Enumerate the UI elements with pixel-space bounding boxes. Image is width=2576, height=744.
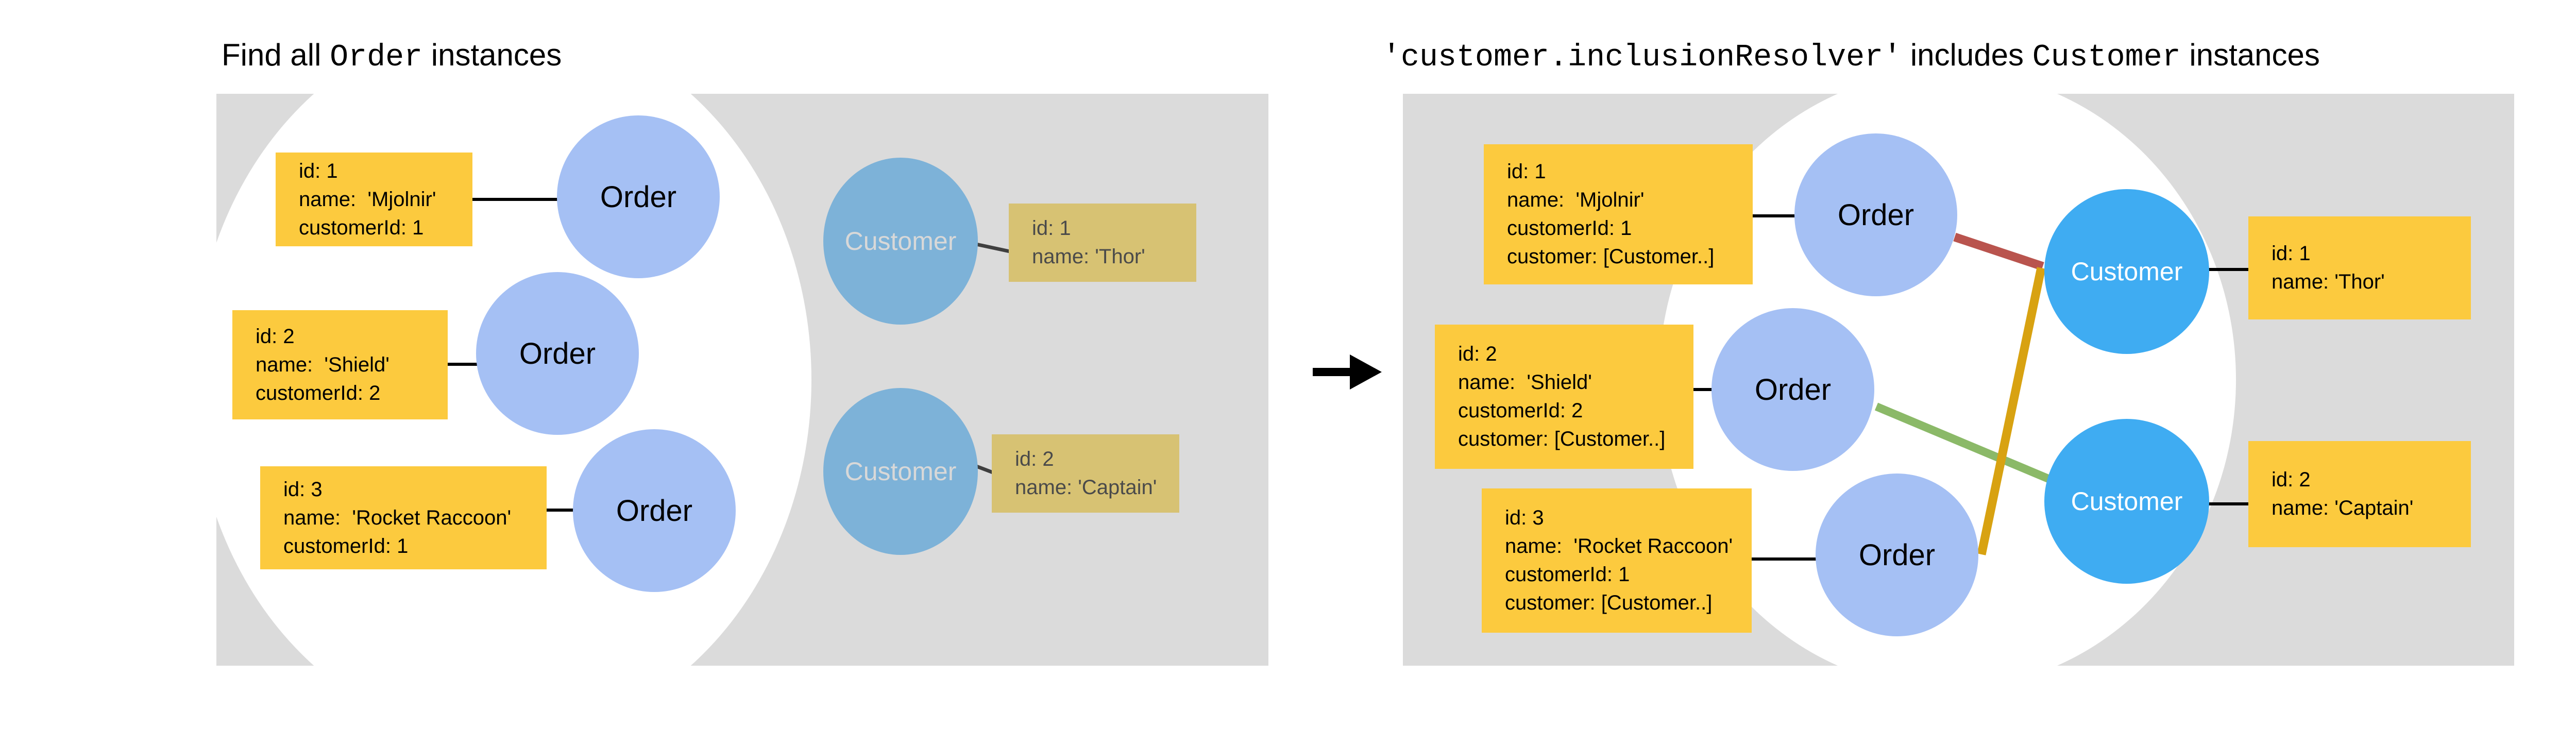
note-line: customer: [Customer..] [1505, 591, 1713, 614]
relation-order1-customer1 [1953, 232, 2044, 271]
right-order1-circle: Order [1794, 133, 1957, 296]
left-order3-note: id: 3 name: 'Rocket Raccoon' customerId:… [260, 466, 547, 569]
right-title-post: instances [2180, 38, 2320, 72]
note-line: customerId: 2 [1458, 399, 1583, 422]
left-title: Find all Order instances [222, 37, 562, 76]
connector-left-customer1 [973, 242, 1010, 253]
left-title-code-order: Order [330, 40, 423, 75]
right-customer2-note: id: 2 name: 'Captain' [2248, 441, 2471, 547]
note-line: customerId: 1 [1507, 217, 1632, 240]
left-customer2-label: Customer [844, 457, 957, 486]
right-order1-label: Order [1837, 198, 1914, 232]
note-line: name: 'Shield' [256, 353, 389, 376]
note-line: id: 2 [1015, 448, 1054, 470]
note-line: name: 'Rocket Raccoon' [283, 506, 512, 529]
note-line: name: 'Captain' [2272, 497, 2414, 519]
right-customer1-note: id: 1 name: 'Thor' [2248, 216, 2471, 319]
note-line: id: 1 [1507, 160, 1546, 183]
note-line: name: 'Rocket Raccoon' [1505, 535, 1733, 557]
note-line: customer: [Customer..] [1458, 428, 1666, 450]
note-line: id: 2 [256, 325, 295, 348]
left-order1-note: id: 1 name: 'Mjolnir' customerId: 1 [276, 153, 472, 246]
note-line: id: 1 [2272, 242, 2311, 265]
right-order2-circle: Order [1711, 308, 1874, 471]
left-customer1-circle: Customer [823, 158, 978, 325]
left-order1-label: Order [600, 180, 677, 214]
right-title-code-resolver: 'customer.inclusionResolver' [1382, 40, 1902, 75]
right-customer1-label: Customer [2071, 257, 2183, 286]
right-customer2-label: Customer [2071, 487, 2183, 516]
note-line: id: 2 [2272, 468, 2311, 491]
left-order2-circle: Order [476, 272, 639, 435]
left-title-pre: Find all [222, 38, 330, 72]
note-line: name: 'Shield' [1458, 371, 1592, 394]
flow-arrow-icon [1313, 354, 1382, 390]
note-line: id: 1 [1032, 217, 1071, 240]
note-line: customerId: 1 [283, 534, 409, 557]
left-customer1-label: Customer [844, 227, 957, 256]
left-customer2-note: id: 2 name: 'Captain' [992, 434, 1179, 513]
note-line: customerId: 1 [299, 216, 424, 239]
left-order3-label: Order [616, 494, 693, 528]
left-customer2-circle: Customer [823, 388, 978, 555]
right-title: 'customer.inclusionResolver' includes Cu… [1382, 37, 2320, 76]
note-line: id: 3 [1505, 506, 1544, 529]
right-customer1-circle: Customer [2044, 189, 2209, 354]
relation-order2-customer2 [1874, 402, 2052, 483]
note-line: customer: [Customer..] [1507, 245, 1715, 268]
note-line: name: 'Mjolnir' [299, 188, 436, 211]
note-line: id: 3 [283, 478, 323, 501]
note-line: id: 1 [299, 159, 338, 182]
right-title-mid: includes [1902, 38, 2032, 72]
left-title-post: instances [422, 38, 562, 72]
note-line: name: 'Captain' [1015, 476, 1157, 499]
note-line: name: 'Thor' [2272, 270, 2385, 293]
right-order3-circle: Order [1816, 474, 1978, 636]
note-line: customerId: 1 [1505, 563, 1630, 586]
relation-order3-customer1 [1977, 267, 2046, 555]
right-order3-label: Order [1858, 538, 1936, 572]
right-order1-note: id: 1 name: 'Mjolnir' customerId: 1 cust… [1484, 144, 1753, 284]
note-line: id: 2 [1458, 343, 1497, 365]
right-customer2-circle: Customer [2044, 419, 2209, 584]
right-order3-note: id: 3 name: 'Rocket Raccoon' customerId:… [1482, 488, 1752, 633]
left-order2-note: id: 2 name: 'Shield' customerId: 2 [232, 310, 448, 419]
note-line: name: 'Thor' [1032, 245, 1145, 268]
right-order2-label: Order [1754, 373, 1832, 407]
right-title-code-customer: Customer [2032, 40, 2181, 75]
note-line: name: 'Mjolnir' [1507, 189, 1645, 211]
right-order2-note: id: 2 name: 'Shield' customerId: 2 custo… [1435, 325, 1693, 469]
left-order3-circle: Order [573, 429, 736, 592]
left-customer1-note: id: 1 name: 'Thor' [1009, 204, 1196, 282]
left-order1-circle: Order [557, 115, 720, 278]
note-line: customerId: 2 [256, 381, 381, 404]
left-order2-label: Order [519, 336, 596, 370]
